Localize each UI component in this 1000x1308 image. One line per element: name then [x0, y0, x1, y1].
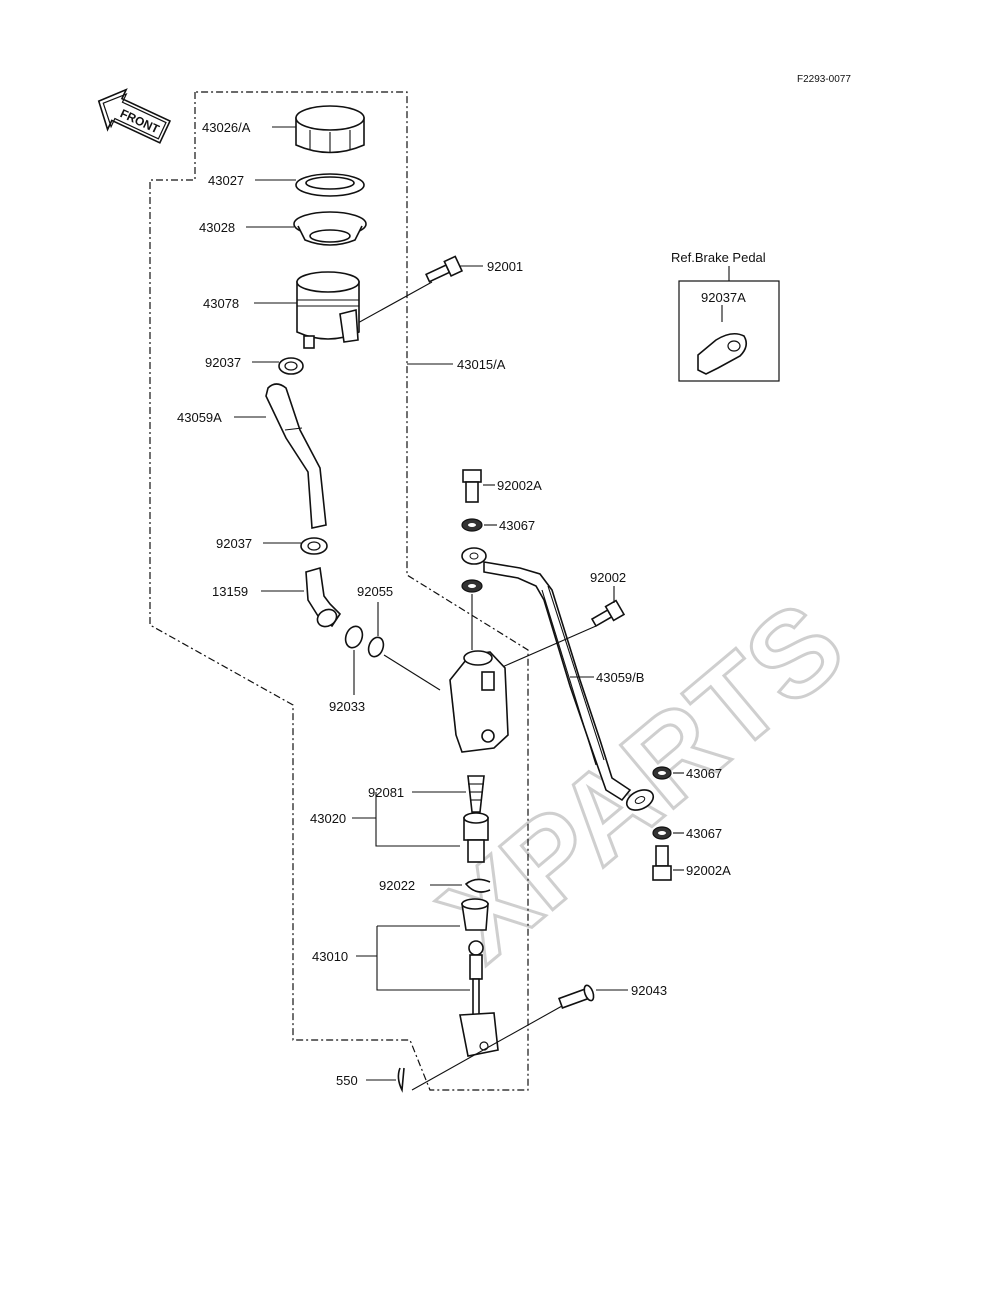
label-43028: 43028 [199, 220, 235, 235]
label-92037-upper: 92037 [205, 355, 241, 370]
bolt-92001 [425, 255, 464, 283]
label-43059A: 43059A [177, 410, 222, 425]
label-43078: 43078 [203, 296, 239, 311]
pushrod-43010 [459, 898, 499, 1057]
label-43010: 43010 [312, 949, 348, 964]
label-550: 550 [336, 1073, 358, 1088]
master-cylinder-body [449, 650, 509, 753]
label-43020: 43020 [310, 811, 346, 826]
label-92081: 92081 [368, 785, 404, 800]
reservoir [296, 271, 360, 349]
washer-lower-2 [652, 826, 672, 840]
spring-92081 [467, 775, 485, 813]
washer-mid [461, 579, 483, 593]
brake-hose [461, 547, 655, 811]
label-43026A: 43026/A [202, 120, 251, 135]
reservoir-hose [265, 383, 327, 529]
label-92002A-top: 92002A [497, 478, 542, 493]
label-43067-top: 43067 [499, 518, 535, 533]
washer-top [461, 518, 483, 532]
circlip-92033 [344, 625, 364, 649]
washer-lower-1 [652, 766, 672, 780]
cotter-pin-550 [397, 1067, 405, 1093]
hose-clamp-upper [278, 357, 304, 375]
hose-elbow [305, 566, 342, 628]
circlip-92022 [464, 878, 491, 893]
label-43067-low: 43067 [686, 826, 722, 841]
front-arrow-icon: FRONT [97, 88, 172, 144]
label-92022: 92022 [379, 878, 415, 893]
drawing-code: F2293-0077 [797, 74, 851, 85]
label-43059B: 43059/B [596, 670, 644, 685]
label-92055: 92055 [357, 584, 393, 599]
label-92033: 92033 [329, 699, 365, 714]
diaphragm-plate [295, 173, 365, 197]
label-92037-lower: 92037 [216, 536, 252, 551]
banjo-bolt-bottom [652, 845, 672, 881]
bolt-92002 [590, 599, 626, 628]
label-92001: 92001 [487, 259, 523, 274]
ref-brake-pedal-box [678, 266, 780, 382]
label-43015A: 43015/A [457, 357, 506, 372]
banjo-bolt-top [462, 469, 482, 503]
label-92037A: 92037A [701, 290, 746, 305]
o-ring-92055 [367, 636, 385, 658]
diaphragm [293, 211, 367, 246]
hose-clamp-lower [300, 537, 328, 555]
ref-brake-pedal-title: Ref.Brake Pedal [671, 250, 766, 265]
label-43067-mid: 43067 [686, 766, 722, 781]
reservoir-cap [295, 105, 365, 154]
pin-92043 [558, 984, 595, 1009]
label-43027: 43027 [208, 173, 244, 188]
label-13159: 13159 [212, 584, 248, 599]
label-92043: 92043 [631, 983, 667, 998]
piston-43020 [463, 812, 489, 863]
label-92002: 92002 [590, 570, 626, 585]
label-92002A-bottom: 92002A [686, 863, 731, 878]
